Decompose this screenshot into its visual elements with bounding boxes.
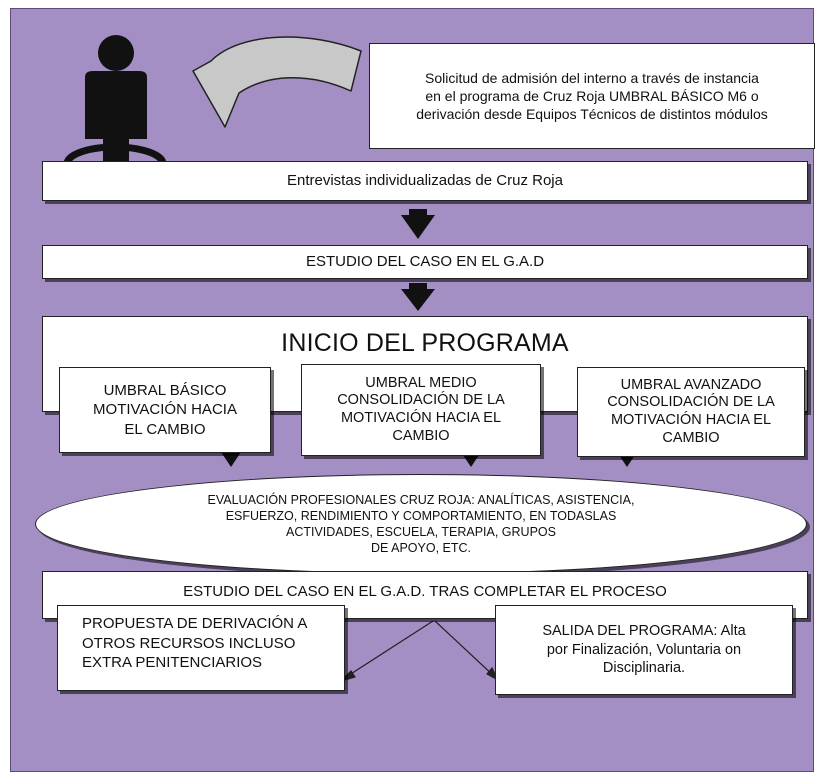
umbral-avanzado-box: UMBRAL AVANZADO CONSOLIDACIÓN DE LA MOTI… xyxy=(577,367,805,457)
umbral-basico-box: UMBRAL BÁSICO MOTIVACIÓN HACIA EL CAMBIO xyxy=(59,367,271,453)
program-start-title: INICIO DEL PROGRAMA xyxy=(281,329,569,357)
diagram-canvas: Solicitud de admisión del interno a trav… xyxy=(10,8,815,772)
referral-proposal-box: PROPUESTA DE DERIVACIÓN A OTROS RECURSOS… xyxy=(57,605,345,691)
branch-arrows xyxy=(338,620,500,683)
interviews-box: Entrevistas individualizadas de Cruz Roj… xyxy=(42,161,808,201)
evaluation-ellipse: EVALUACIÓN PROFESIONALES CRUZ ROJA: ANAL… xyxy=(35,474,807,574)
curved-arrow-icon xyxy=(192,36,362,128)
program-exit-text: SALIDA DEL PROGRAMA: Alta por Finalizaci… xyxy=(542,622,746,677)
evaluation-text: EVALUACIÓN PROFESIONALES CRUZ ROJA: ANAL… xyxy=(207,493,635,555)
umbral-medio-text: UMBRAL MEDIO CONSOLIDACIÓN DE LA MOTIVAC… xyxy=(337,374,505,444)
case-study-box: ESTUDIO DEL CASO EN EL G.A.D xyxy=(42,245,808,279)
umbral-basico-text: UMBRAL BÁSICO MOTIVACIÓN HACIA EL CAMBIO xyxy=(93,381,237,438)
down-arrow-icon xyxy=(401,209,435,239)
program-exit-box: SALIDA DEL PROGRAMA: Alta por Finalizaci… xyxy=(495,605,793,695)
case-study-text: ESTUDIO DEL CASO EN EL G.A.D xyxy=(305,253,545,271)
umbral-avanzado-text: UMBRAL AVANZADO CONSOLIDACIÓN DE LA MOTI… xyxy=(607,376,775,446)
final-case-study-text: ESTUDIO DEL CASO EN EL G.A.D. TRAS COMPL… xyxy=(183,583,667,600)
request-text: Solicitud de admisión del interno a trav… xyxy=(416,69,768,123)
person-icon xyxy=(85,35,147,167)
down-arrow-icon xyxy=(401,283,435,311)
referral-proposal-text: PROPUESTA DE DERIVACIÓN A OTROS RECURSOS… xyxy=(82,615,308,671)
interviews-text: Entrevistas individualizadas de Cruz Roj… xyxy=(287,172,563,190)
umbral-medio-box: UMBRAL MEDIO CONSOLIDACIÓN DE LA MOTIVAC… xyxy=(301,364,541,456)
request-box: Solicitud de admisión del interno a trav… xyxy=(369,43,815,149)
